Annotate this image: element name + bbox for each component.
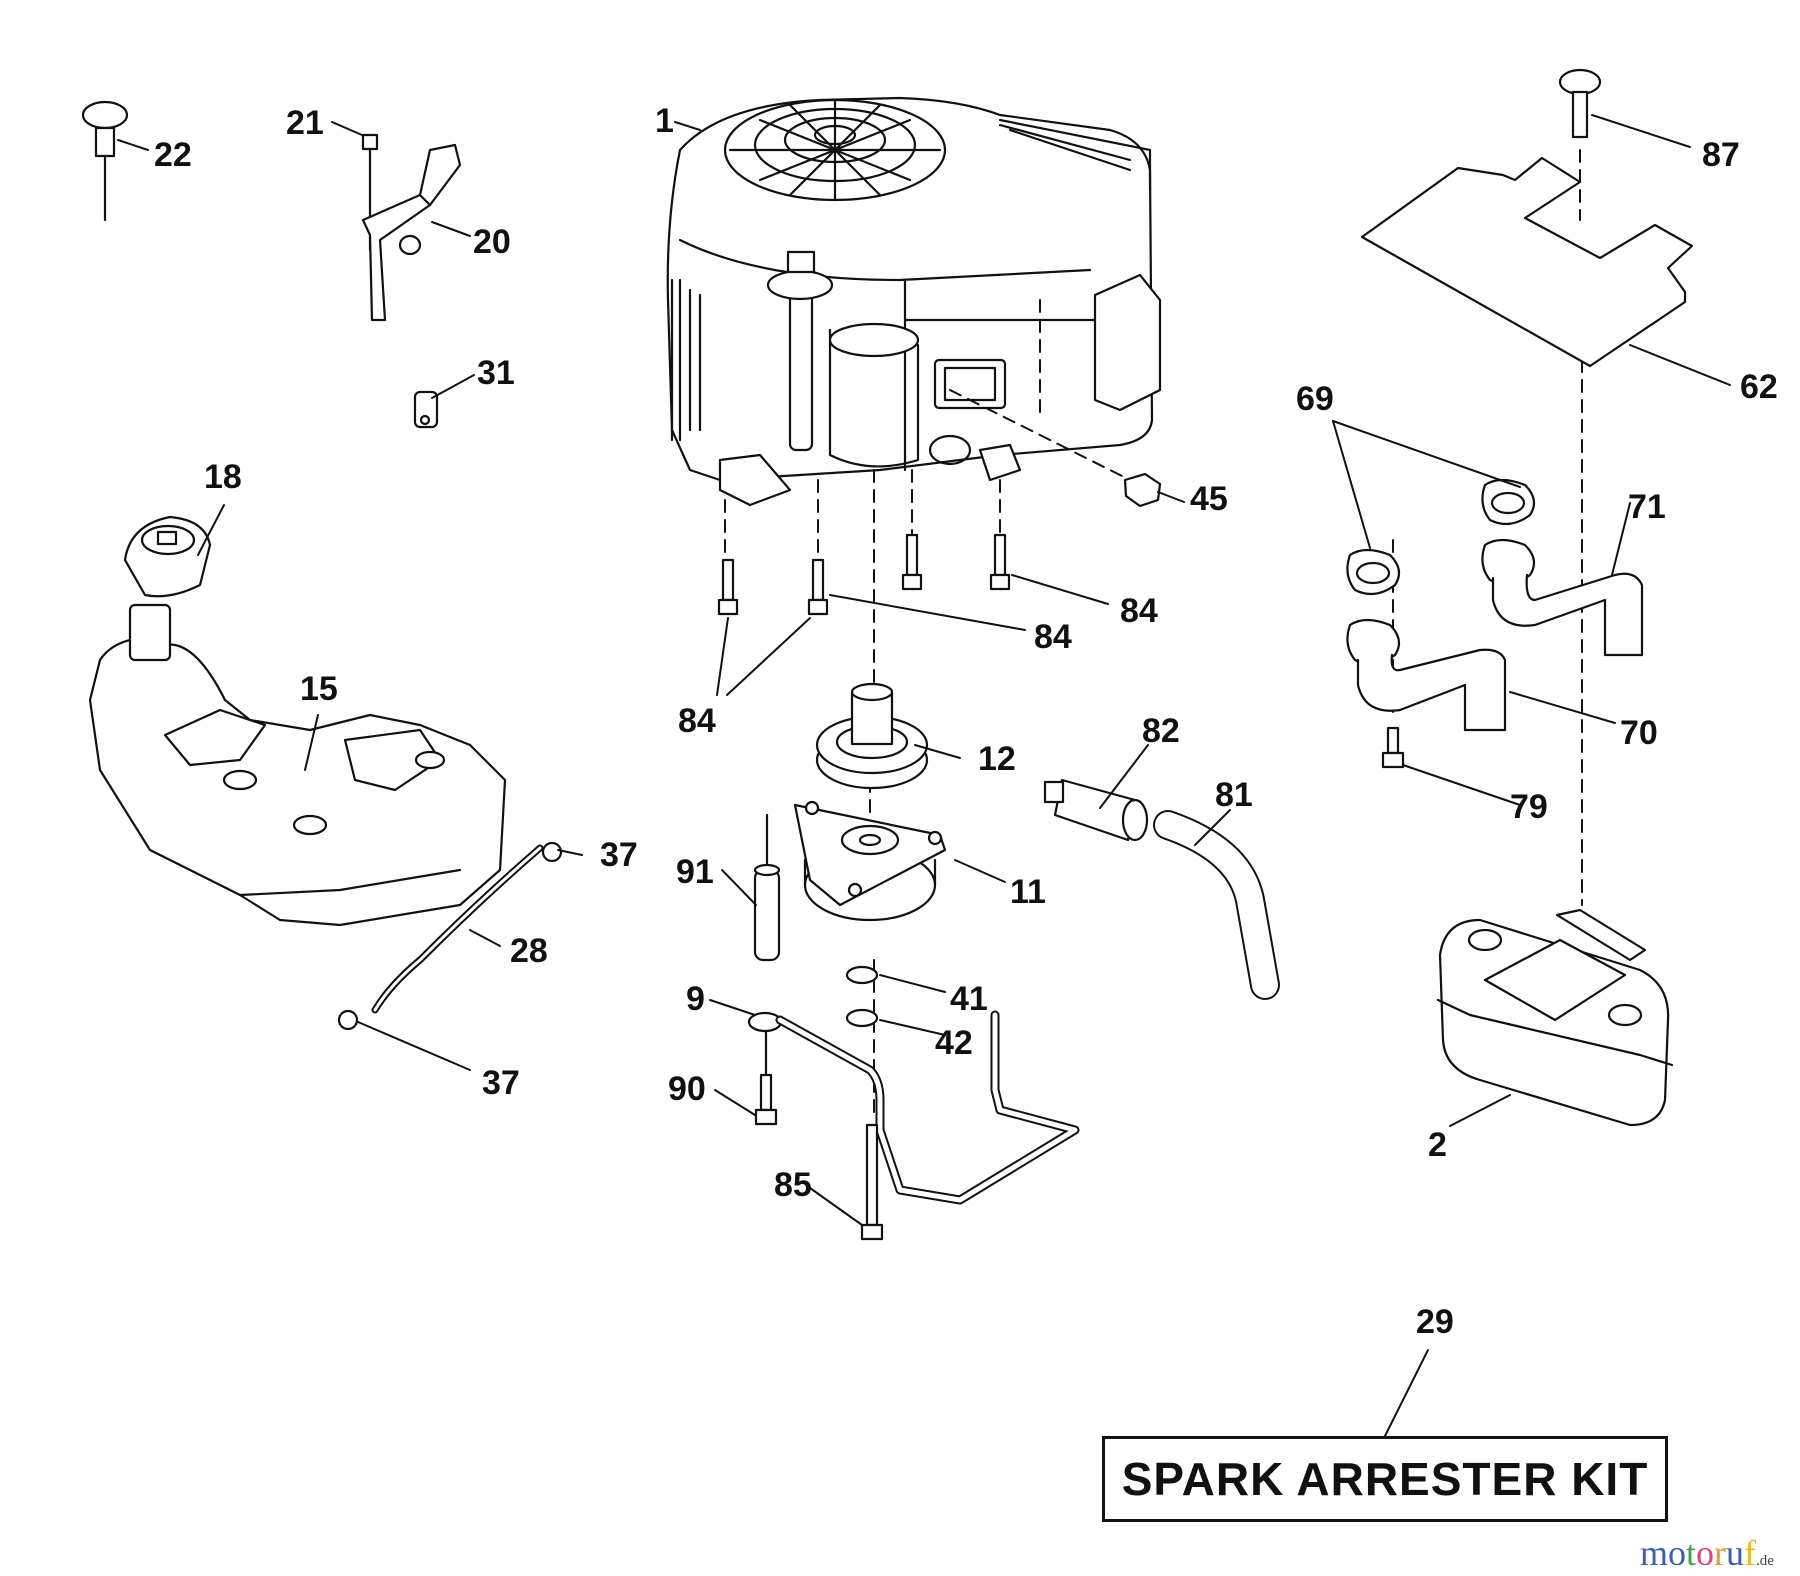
exhaust-pipe-icons — [1346, 538, 1644, 732]
muffler-icon — [1436, 908, 1674, 1127]
spacer-icon — [753, 813, 781, 962]
callout-79: 79 — [1510, 788, 1548, 826]
bolt-79-icon — [1381, 726, 1405, 769]
callout-91: 91 — [676, 853, 714, 891]
bolt-90-icon — [754, 1030, 778, 1126]
watermark-text: motoruf — [1640, 1533, 1756, 1573]
callout-29: 29 — [1416, 1303, 1454, 1341]
callout-42: 42 — [935, 1024, 973, 1062]
heat-shield-icon — [1360, 156, 1694, 368]
fuel-cap-icon — [123, 515, 212, 598]
nut-45-icon — [1123, 472, 1162, 508]
callout-28: 28 — [510, 932, 548, 970]
gasket-icons — [1346, 478, 1536, 596]
watermark-logo: motoruf.de — [1640, 1532, 1774, 1574]
bolt-84-icons — [717, 533, 1011, 616]
callout-37b: 37 — [482, 1064, 520, 1102]
watermark-letter: m — [1640, 1533, 1669, 1573]
clutch-icon — [793, 800, 947, 922]
hose-clamp-icon — [337, 1009, 359, 1031]
bolt-87-icon — [1558, 68, 1602, 139]
callout-45: 45 — [1190, 480, 1228, 518]
watermark-letter: f — [1744, 1533, 1757, 1573]
callout-85: 85 — [774, 1166, 812, 1204]
hose-clamp-icon — [541, 841, 563, 863]
callout-70: 70 — [1620, 714, 1658, 752]
callout-84a: 84 — [678, 702, 716, 740]
callout-18: 18 — [204, 458, 242, 496]
hose-icon — [1153, 810, 1280, 1000]
watermark-letter: u — [1726, 1533, 1745, 1573]
engine-illustration — [666, 96, 1162, 507]
bolt-85-icon — [860, 1123, 884, 1241]
fuel-tank-icon — [88, 603, 507, 927]
callout-69: 69 — [1296, 380, 1334, 418]
watermark-letter: o — [1668, 1533, 1687, 1573]
callout-41: 41 — [950, 980, 988, 1018]
callout-62: 62 — [1740, 368, 1778, 406]
washer-41-icon — [845, 965, 879, 985]
callout-9: 9 — [686, 980, 705, 1018]
oil-drain-valve-icon — [1043, 778, 1149, 842]
callout-22: 22 — [154, 136, 192, 174]
bracket-rod-icon — [747, 1010, 1080, 1205]
callout-90: 90 — [668, 1070, 706, 1108]
throttle-control-icon — [361, 133, 462, 322]
watermark-letter: o — [1696, 1533, 1715, 1573]
watermark-letter: t — [1686, 1533, 1697, 1573]
cable-clamp-icon — [413, 390, 439, 429]
watermark-suffix: .de — [1756, 1553, 1774, 1569]
callout-11: 11 — [1010, 873, 1046, 911]
callout-15: 15 — [300, 670, 338, 708]
spark-arrester-kit-label: SPARK ARRESTER KIT — [1121, 1453, 1649, 1505]
callout-71: 71 — [1628, 488, 1666, 526]
callout-1: 1 — [655, 102, 674, 140]
pulley-icon — [815, 682, 929, 790]
callout-21: 21 — [286, 104, 324, 142]
callout-87: 87 — [1702, 136, 1740, 174]
choke-knob-icon — [81, 100, 129, 222]
callout-84c: 84 — [1120, 592, 1158, 630]
callout-31: 31 — [477, 354, 515, 392]
watermark-letter: r — [1714, 1533, 1727, 1573]
callout-20: 20 — [473, 223, 511, 261]
spark-arrester-kit-box: SPARK ARRESTER KIT — [1102, 1436, 1668, 1522]
callout-37a: 37 — [600, 836, 638, 874]
callout-81: 81 — [1215, 776, 1253, 814]
callout-2: 2 — [1428, 1126, 1447, 1164]
callout-leader-lines — [117, 114, 1731, 1437]
washer-42-icon — [845, 1008, 879, 1028]
callout-84b: 84 — [1034, 618, 1072, 656]
callout-82: 82 — [1142, 712, 1180, 750]
callout-12: 12 — [978, 740, 1016, 778]
